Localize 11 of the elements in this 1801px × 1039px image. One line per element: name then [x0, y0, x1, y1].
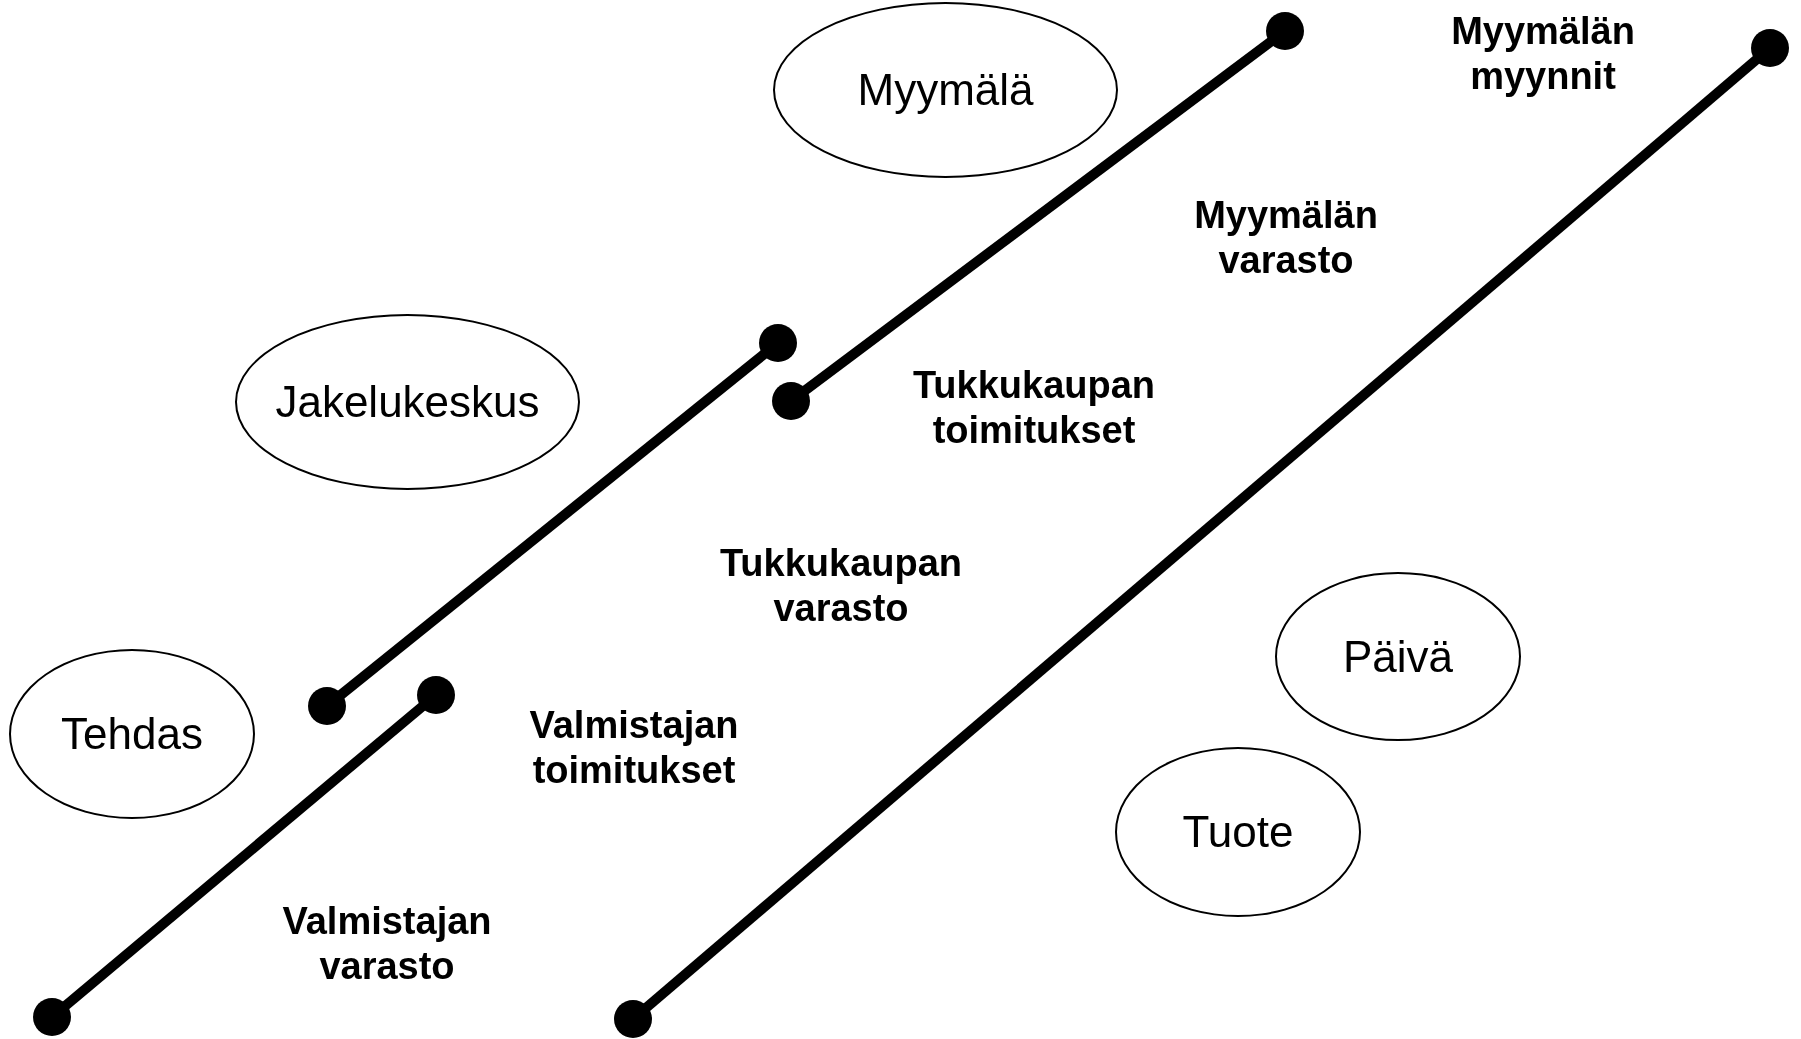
measure-label: Tukkukaupan toimitukset	[911, 363, 1157, 453]
entity-name: Tuote	[1182, 807, 1294, 857]
entity-name: Tehdas	[61, 709, 203, 759]
measure-label: Myymälän varasto	[1193, 193, 1379, 283]
entity-name: Päivä	[1342, 631, 1454, 682]
measure-label: Valmistajan toimitukset	[528, 703, 740, 793]
entity-name: Jakelukeskus	[275, 377, 540, 427]
entity-name: Myymälä	[857, 65, 1034, 115]
measure-label: Valmistajan varasto	[281, 899, 493, 989]
measure-label: Myymälän myynnit	[1450, 9, 1636, 99]
measure-label: Tukkukaupan varasto	[718, 541, 964, 631]
